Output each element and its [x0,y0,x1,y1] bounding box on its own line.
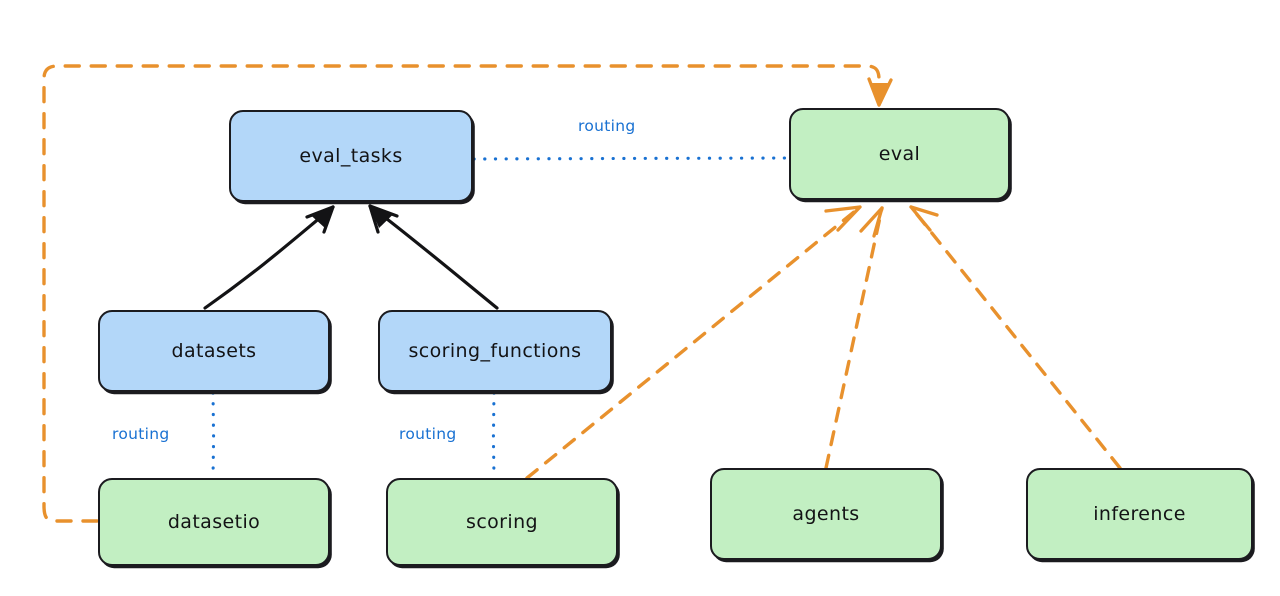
edge-datasetio-eval [42,64,893,523]
node-eval[interactable]: eval [789,108,1010,200]
node-inference[interactable]: inference [1026,468,1253,560]
edge-label-routing-scoring-functions: routing [399,425,457,443]
node-agents[interactable]: agents [710,468,942,560]
node-eval-tasks[interactable]: eval_tasks [229,110,473,202]
node-label: inference [1093,503,1186,525]
edge-eval_tasks-eval [472,156,791,161]
edge-scoring_functions-eval_tasks [368,204,499,310]
node-label: eval_tasks [299,145,403,167]
edge-scoring-eval [525,205,862,480]
node-scoring[interactable]: scoring [386,478,618,566]
node-label: scoring [466,511,538,533]
node-scoring-functions[interactable]: scoring_functions [378,310,612,392]
edge-datasets-eval_tasks [203,205,335,310]
edge-inference-eval [909,205,1122,470]
edge-agents-eval [824,206,884,470]
edge-datasets-datasetio [211,391,216,479]
edge-label-routing-eval-tasks: routing [578,117,636,135]
node-label: eval [878,143,921,165]
node-label: datasetio [167,511,261,533]
node-label: datasets [171,340,257,362]
edge-scoring_functions-scoring [491,391,496,479]
node-label: agents [792,503,860,525]
edge-label-routing-datasets: routing [112,425,170,443]
node-label: scoring_functions [408,340,582,362]
node-datasets[interactable]: datasets [98,310,330,392]
node-datasetio[interactable]: datasetio [98,478,330,566]
